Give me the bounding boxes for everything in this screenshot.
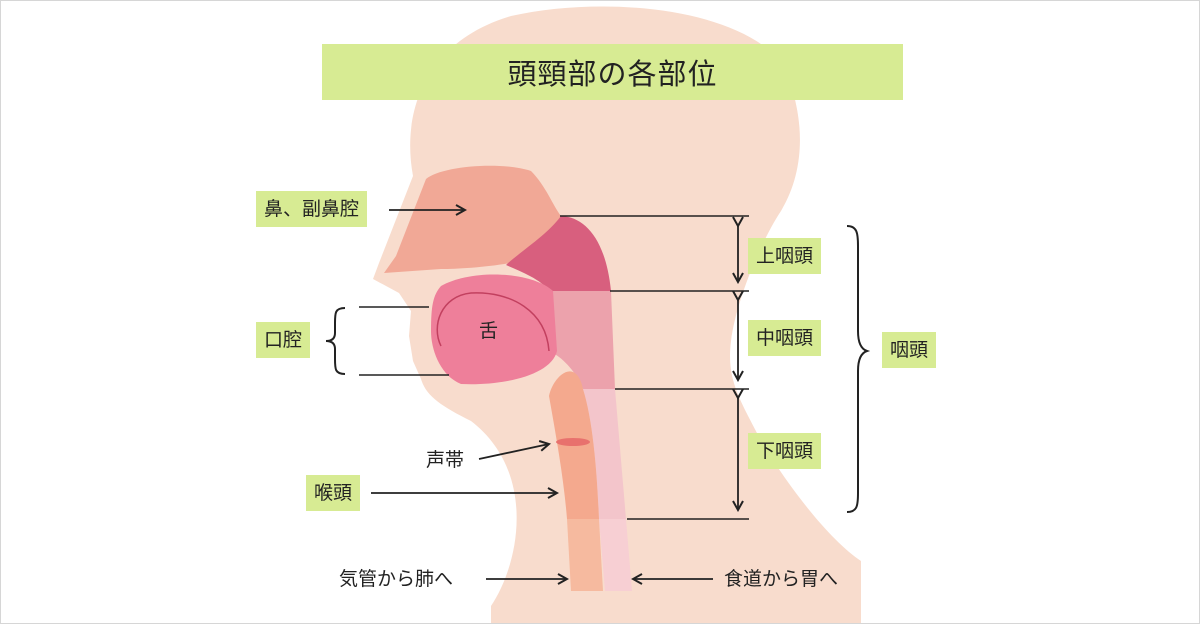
- vocal-cords-label: 声帯: [426, 449, 465, 471]
- lower-pharynx-label: 下咽頭: [748, 433, 822, 469]
- lower-pharynx-shape: [583, 389, 626, 519]
- trachea-shape: [567, 519, 603, 591]
- tongue-label: 舌: [479, 320, 499, 342]
- upper-pharynx-label: 上咽頭: [748, 238, 822, 274]
- trachea-label: 気管から肺へ: [339, 568, 454, 590]
- middle-pharynx-label: 中咽頭: [748, 320, 822, 356]
- oral-cavity-label: 口腔: [256, 322, 311, 358]
- upper-pharynx-shape: [506, 216, 611, 291]
- oral-brace: [325, 307, 346, 375]
- larynx-label: 喉頭: [306, 475, 361, 511]
- middle-pharynx-shape: [549, 291, 615, 389]
- esophagus-label: 食道から胃へ: [724, 568, 839, 590]
- tongue-shape: [431, 274, 557, 385]
- nose-label: 鼻、副鼻腔: [256, 191, 368, 227]
- pharynx-label: 咽頭: [882, 332, 937, 368]
- esophagus-shape: [599, 519, 632, 591]
- pharynx-brace: [846, 225, 871, 513]
- page-title: 頭頸部の各部位: [322, 44, 903, 100]
- vocal-cord-mark: [556, 438, 590, 446]
- vocal-cords-arrow: [478, 444, 549, 460]
- nasal-cavity-shape: [384, 165, 561, 273]
- tongue-outline: [436, 292, 550, 352]
